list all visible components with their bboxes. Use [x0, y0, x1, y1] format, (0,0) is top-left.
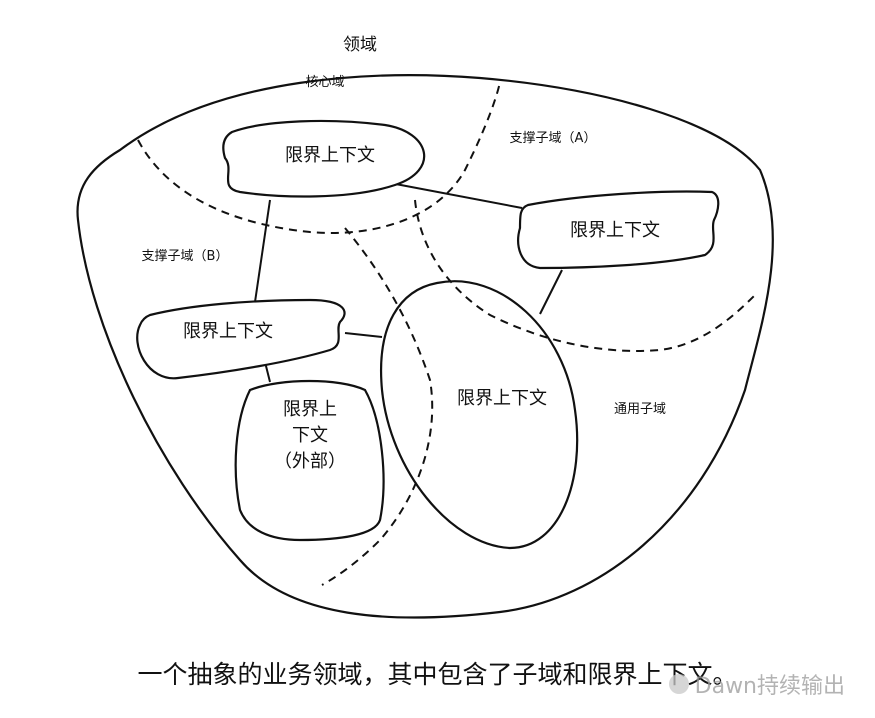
- bc-external-label-line1: 限界上: [283, 399, 337, 420]
- generic-subdomain-boundary: [321, 227, 434, 586]
- bc-right-shape: [517, 190, 720, 270]
- link-top-left: [254, 199, 271, 303]
- bc-top-shape: [222, 119, 426, 198]
- link-right-center: [539, 269, 563, 315]
- supporting-a-boundary: [414, 199, 756, 352]
- core-domain-label: 核心域: [305, 75, 344, 90]
- supporting-a-label: 支撑子域（A）: [510, 131, 597, 146]
- bc-external-label-line3: （外部）: [274, 451, 346, 472]
- bc-right-label: 限界上下文: [570, 220, 660, 241]
- supporting-b-label: 支撑子域（B）: [142, 249, 229, 264]
- wechat-icon: [668, 674, 689, 694]
- bc-center-label: 限界上下文: [457, 388, 547, 409]
- core-domain-boundary: [137, 81, 501, 234]
- bc-external-shape: [234, 379, 385, 542]
- link-top-right: [384, 181, 523, 209]
- link-left-center: [344, 332, 383, 338]
- bc-center-shape: [380, 280, 579, 550]
- bc-external-label-line2: 下文: [292, 425, 328, 446]
- watermark: Dawn持续输出: [668, 668, 845, 700]
- generic-subdomain-label: 通用子域: [614, 402, 666, 417]
- watermark-text: Dawn持续输出: [694, 674, 845, 699]
- bc-left-shape: [136, 298, 346, 380]
- figure-caption: 一个抽象的业务领域，其中包含了子域和限界上下文。: [137, 660, 738, 689]
- bc-left-label: 限界上下文: [183, 321, 273, 342]
- bc-top-label: 限界上下文: [285, 145, 375, 166]
- domain-diagram: 领域 核心域 支撑子域（A） 支撑子域（B） 通用子域 限界上下文 限界上下文 …: [76, 35, 774, 619]
- domain-label: 领域: [343, 35, 377, 55]
- domain-boundary: [76, 74, 774, 619]
